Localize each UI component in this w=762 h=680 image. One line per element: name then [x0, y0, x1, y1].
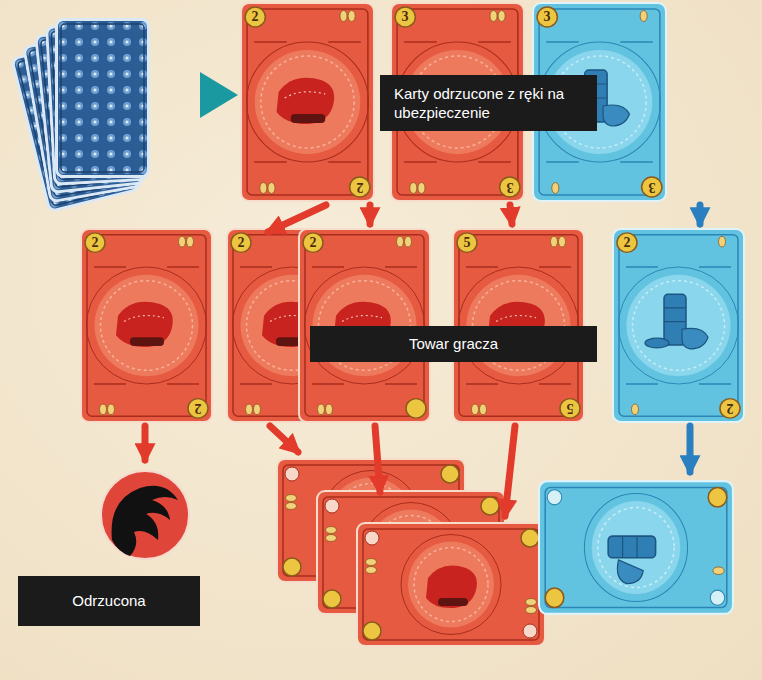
label-text: Odrzucona: [30, 591, 188, 611]
red-card: [81, 229, 212, 422]
label-box: Towar gracza: [310, 326, 597, 362]
coin-value: 2: [188, 398, 208, 418]
coin-value: 5: [560, 398, 580, 418]
coin-value: 3: [500, 177, 520, 197]
coin-value: 3: [537, 7, 557, 27]
coin-value: 2: [85, 233, 105, 253]
coin-value: 5: [457, 233, 477, 253]
coin-value: 3: [642, 177, 662, 197]
coin-value: 2: [350, 177, 370, 197]
coin-value: 2: [720, 398, 740, 418]
red-card: [357, 523, 545, 646]
label-text: Karty odrzucone z ręki na ubezpieczenie: [394, 84, 567, 123]
label-box: Karty odrzucone z ręki na ubezpieczenie: [380, 75, 597, 131]
coin-value: 2: [245, 7, 265, 27]
play-arrow: [200, 72, 238, 118]
blue-card: [613, 229, 744, 422]
label-text: Towar gracza: [322, 334, 585, 354]
red-card: [241, 3, 374, 201]
discard-icon: [101, 471, 189, 559]
coin-value: 3: [395, 7, 415, 27]
card-deck: [12, 20, 149, 212]
coin-value: 2: [617, 233, 637, 253]
blue-card: [539, 481, 733, 614]
flow-arrows: [145, 205, 700, 516]
coin-value: 2: [231, 233, 251, 253]
coin-value: 2: [303, 233, 323, 253]
label-box: Odrzucona: [18, 576, 200, 626]
